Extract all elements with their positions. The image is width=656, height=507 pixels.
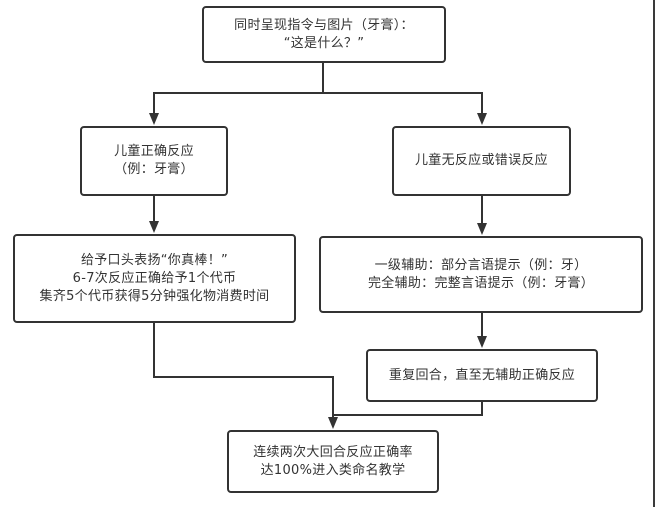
node-reinforcement-line-2: 6-7次反应正确给予1个代币 xyxy=(72,270,237,286)
node-correct-response-line-2: （例：牙膏） xyxy=(114,162,194,177)
node-correct-response: 儿童正确反应 （例：牙膏） xyxy=(80,126,228,196)
node-prompting: 一级辅助：部分言语提示（例：牙） 完全辅助：完整言语提示（例：牙膏） xyxy=(319,236,643,313)
edge-wrong-response-to-prompting xyxy=(477,195,487,235)
node-correct-response-line-1: 儿童正确反应 xyxy=(114,144,194,159)
node-repeat: 重复回合，直至无辅助正确反应 xyxy=(366,349,598,402)
node-prompting-line-2: 完全辅助：完整言语提示（例：牙膏） xyxy=(367,275,595,291)
arrow-head-icon xyxy=(149,113,159,125)
arrow-head-icon xyxy=(149,221,159,233)
node-criterion-line-2: 达100%进入类命名教学 xyxy=(260,462,406,478)
edge-start-to-correct-response xyxy=(149,62,324,125)
right-edge-divider xyxy=(653,0,655,507)
arrow-head-icon xyxy=(477,223,487,235)
arrow-head-icon xyxy=(328,417,338,429)
node-reinforcement-line-1: 给予口头表扬“你真棒！” xyxy=(80,252,229,268)
node-wrong-response: 儿童无反应或错误反应 xyxy=(392,126,571,196)
edge-prompting-to-repeat xyxy=(477,312,487,348)
node-reinforcement-line-3: 集齐5个代币获得5分钟强化物消费时间 xyxy=(39,288,270,304)
node-prompting-line-1: 一级辅助：部分言语提示（例：牙） xyxy=(374,257,588,273)
node-start: 同时呈现指令与图片（牙膏）： “这是什么？” xyxy=(202,6,446,63)
node-criterion-line-1: 连续两次大回合反应正确率 xyxy=(253,444,413,460)
node-start-line-1: 同时呈现指令与图片（牙膏）： xyxy=(234,17,414,33)
edge-reinforcement-to-criterion xyxy=(153,322,338,429)
node-reinforcement: 给予口头表扬“你真棒！” 6-7次反应正确给予1个代币 集齐5个代币获得5分钟强… xyxy=(13,234,296,323)
arrow-head-icon xyxy=(477,113,487,125)
node-repeat-line-1: 重复回合，直至无辅助正确反应 xyxy=(388,367,576,383)
node-wrong-response-line-1: 儿童无反应或错误反应 xyxy=(414,153,548,168)
edge-repeat-to-criterion xyxy=(333,401,483,416)
node-start-line-2: “这是什么？” xyxy=(283,35,365,51)
arrow-head-icon xyxy=(477,336,487,348)
node-criterion: 连续两次大回合反应正确率 达100%进入类命名教学 xyxy=(227,430,439,493)
edge-correct-response-to-reinforcement xyxy=(149,195,159,233)
edge-start-to-wrong-response xyxy=(323,92,487,125)
